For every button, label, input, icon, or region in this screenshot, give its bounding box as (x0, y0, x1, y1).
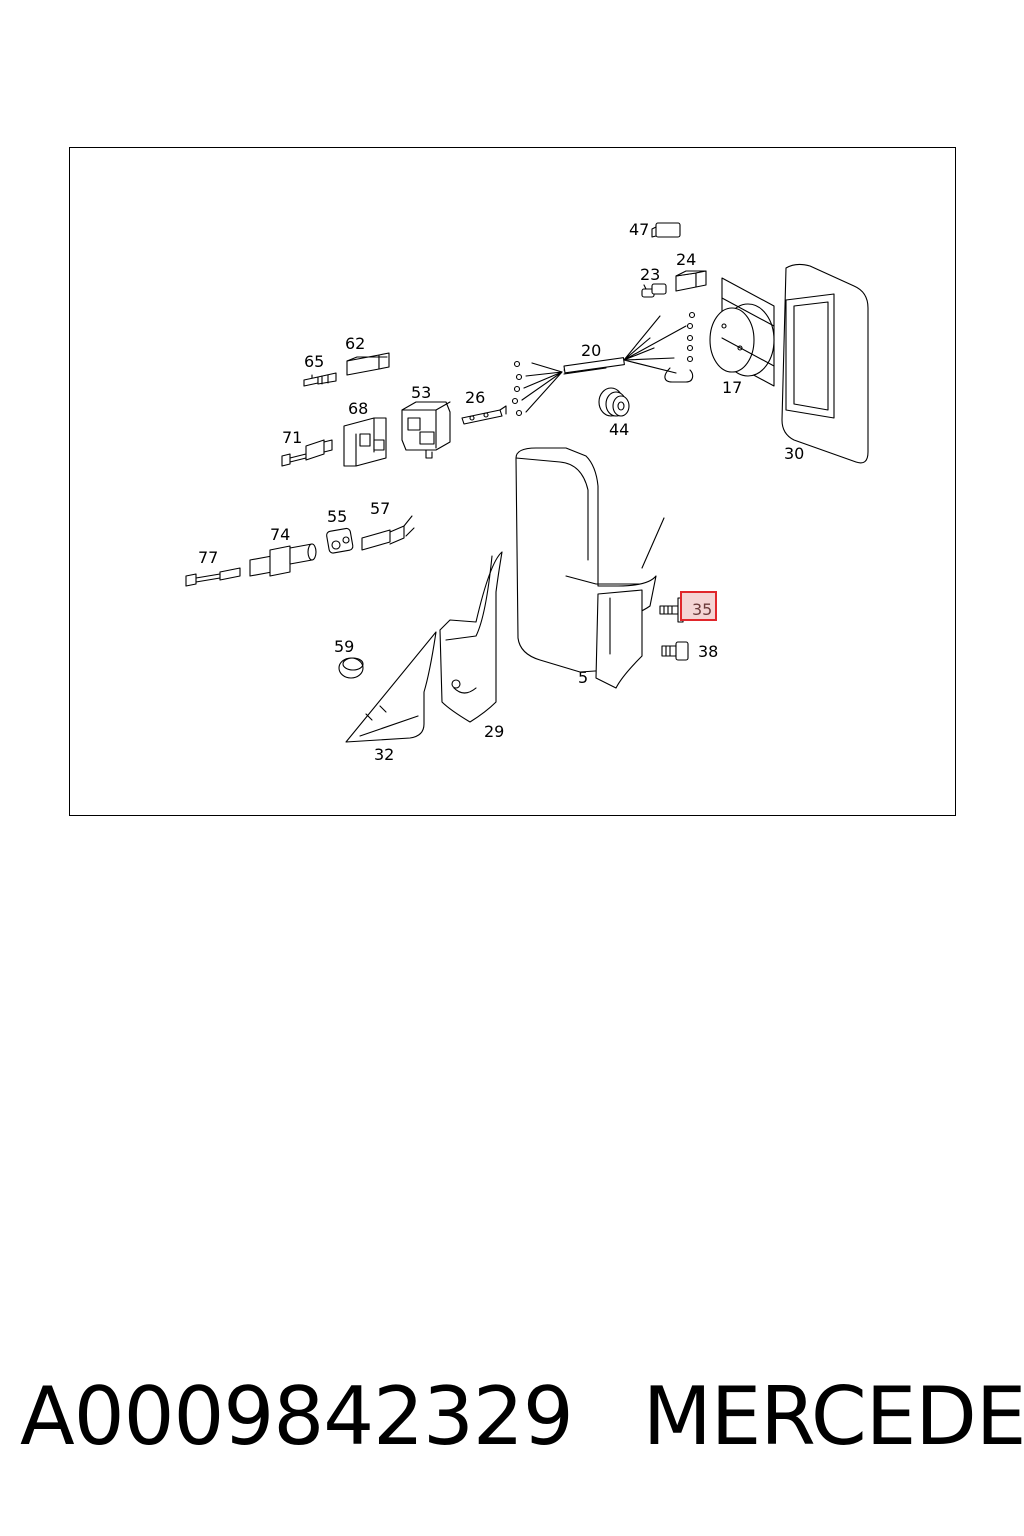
part-57 (361, 515, 415, 551)
diagram-frame: 47 24 23 62 65 20 53 26 17 68 44 71 30 5… (69, 147, 956, 816)
callout-77: 77 (198, 548, 218, 567)
callout-53: 53 (411, 383, 431, 402)
callout-5: 5 (578, 668, 588, 687)
part-number: A0009842329 (20, 1370, 574, 1463)
callout-44: 44 (609, 420, 629, 439)
part-47 (651, 222, 681, 238)
highlight-box-35[interactable] (680, 591, 717, 621)
part-44 (598, 387, 630, 417)
callout-47: 47 (629, 220, 649, 239)
footer-caption: A0009842329 MERCEDES (20, 1370, 1024, 1463)
callout-62: 62 (345, 334, 365, 353)
part-17 (709, 277, 775, 387)
callout-68: 68 (348, 399, 368, 418)
part-55 (326, 527, 354, 554)
part-74 (249, 543, 317, 577)
part-5 (515, 447, 665, 689)
part-35 (659, 597, 684, 623)
callout-35[interactable]: 35 (692, 600, 712, 619)
part-65 (303, 372, 337, 387)
part-71 (281, 439, 333, 467)
part-32 (345, 631, 437, 743)
callout-38: 38 (698, 642, 718, 661)
callout-30: 30 (784, 444, 804, 463)
part-62 (346, 352, 390, 376)
part-24 (675, 270, 707, 292)
callout-59: 59 (334, 637, 354, 656)
callout-71: 71 (282, 428, 302, 447)
part-53 (401, 401, 451, 459)
brand-name: MERCEDES (642, 1370, 1024, 1463)
callout-32: 32 (374, 745, 394, 764)
parts-diagram: 47 24 23 62 65 20 53 26 17 68 44 71 30 5… (185, 220, 869, 764)
callout-23: 23 (640, 265, 660, 284)
callout-55: 55 (327, 507, 347, 526)
callout-74: 74 (270, 525, 290, 544)
part-59 (338, 657, 364, 679)
part-38 (661, 641, 689, 661)
callout-24: 24 (676, 250, 696, 269)
callout-26: 26 (465, 388, 485, 407)
part-68 (343, 417, 387, 467)
callout-29: 29 (484, 722, 504, 741)
part-30 (781, 263, 869, 464)
callout-57: 57 (370, 499, 390, 518)
part-29 (439, 551, 503, 723)
part-20-harness (511, 311, 696, 417)
part-26 (461, 405, 507, 425)
callout-20: 20 (581, 341, 601, 360)
part-77 (185, 567, 241, 587)
callout-17: 17 (722, 378, 742, 397)
callout-65: 65 (304, 352, 324, 371)
part-23 (641, 283, 667, 298)
